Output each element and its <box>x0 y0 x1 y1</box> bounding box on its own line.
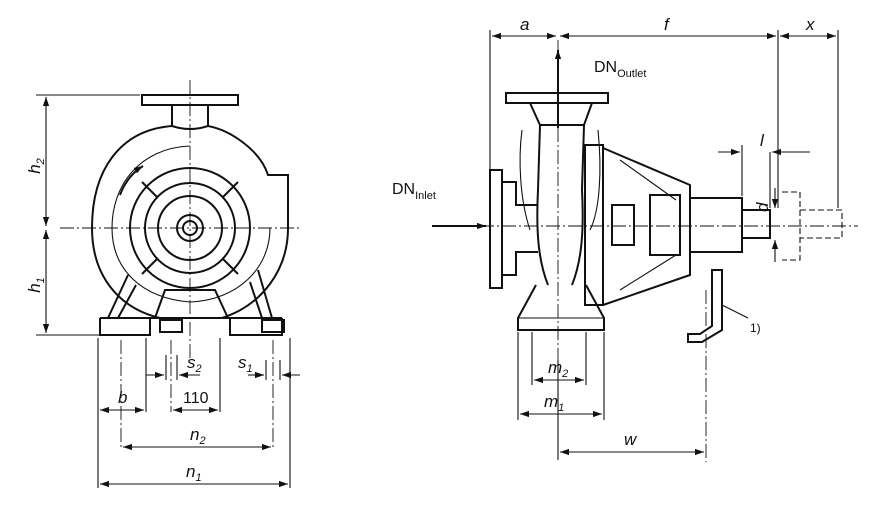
side-bearing-housing <box>689 197 743 253</box>
label-l: l <box>760 131 765 150</box>
label-m2: m2 <box>548 358 568 380</box>
label-s1: s1 <box>238 353 253 375</box>
side-bearing-2 <box>649 194 681 256</box>
label-m1: m1 <box>544 392 564 414</box>
front-view <box>36 80 300 488</box>
impeller-hub <box>157 195 223 261</box>
side-bearing-frame <box>602 147 691 306</box>
label-b: b <box>118 388 127 407</box>
label-110: 110 <box>183 390 209 407</box>
side-dimensions <box>492 32 836 456</box>
label-n1: n1 <box>186 462 202 484</box>
side-inlet-neck <box>502 181 538 276</box>
label-h1: h1 <box>25 277 47 293</box>
side-inlet-flange <box>489 169 503 289</box>
label-dn-inlet: DNInlet <box>392 181 436 202</box>
label-x: x <box>805 15 815 34</box>
label-dn-outlet: DNOutlet <box>594 59 646 80</box>
foot-base <box>99 317 283 336</box>
side-volute-column <box>536 124 585 286</box>
front-labels: h2 h1 b s2 s1 110 n2 n1 <box>25 158 253 484</box>
label-d: d <box>753 202 772 212</box>
side-volute-outline <box>519 129 601 231</box>
side-labels: a f x l d DNOutlet DNInlet m2 m1 w 1) <box>392 15 815 449</box>
side-outlet-neck <box>529 102 593 126</box>
side-bearing-1 <box>611 204 635 246</box>
label-h2: h2 <box>25 158 47 174</box>
label-note-1: 1) <box>750 321 761 335</box>
label-a: a <box>520 15 529 34</box>
label-n2: n2 <box>190 425 206 447</box>
side-support-foot <box>687 269 723 343</box>
side-shaft-end <box>742 209 771 239</box>
side-view <box>432 30 858 462</box>
center-support <box>154 289 229 319</box>
side-coupling-hidden <box>782 191 843 261</box>
front-dimensions <box>42 97 300 488</box>
note-leader <box>721 304 749 319</box>
volute-inner <box>111 145 271 303</box>
impeller-vanes <box>141 181 239 275</box>
bolt-left <box>159 319 183 333</box>
side-casing-cover <box>584 144 604 306</box>
label-f: f <box>664 15 671 34</box>
foot-struts <box>107 269 273 319</box>
label-s2: s2 <box>187 353 202 375</box>
label-w: w <box>624 430 638 449</box>
rotation-arrow <box>119 165 144 196</box>
side-pedestal <box>517 284 605 331</box>
bolt-right <box>261 319 285 333</box>
side-frame-ribs <box>619 159 677 291</box>
